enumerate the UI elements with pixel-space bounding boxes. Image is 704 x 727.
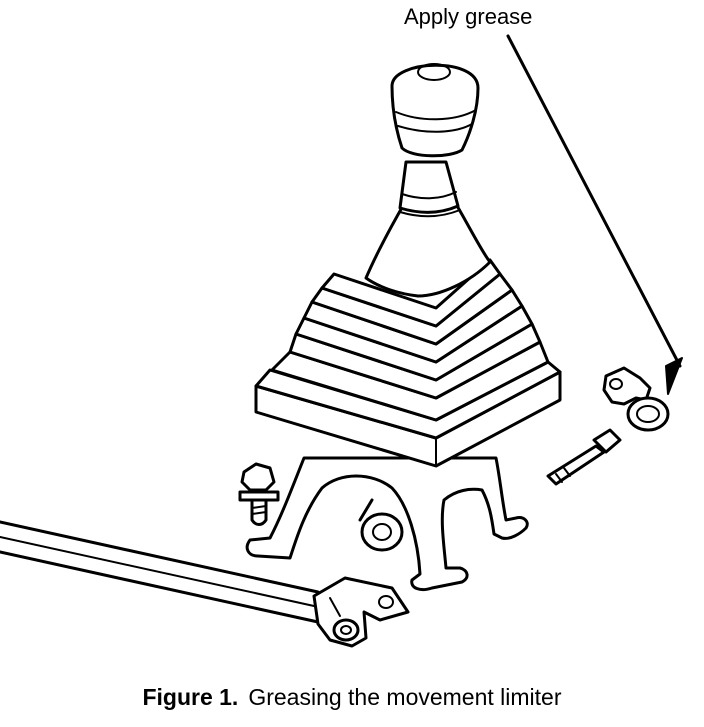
gearshift-lever: [364, 63, 492, 298]
pivot-bolt: [546, 428, 622, 486]
movement-limiter: [602, 366, 670, 432]
figure-caption: Figure 1. Greasing the movement limiter: [0, 684, 704, 711]
shift-rod: [0, 520, 320, 624]
gearshift-base: [245, 456, 529, 592]
apply-grease-label: Apply grease: [404, 4, 533, 29]
callout-arrow: [506, 34, 683, 395]
mounting-bolt: [238, 462, 280, 526]
rubber-boot: [254, 258, 562, 468]
figure-number: Figure 1.: [142, 684, 239, 710]
rod-end-clevis: [312, 576, 410, 648]
figure-caption-text: Greasing the movement limiter: [248, 684, 562, 710]
